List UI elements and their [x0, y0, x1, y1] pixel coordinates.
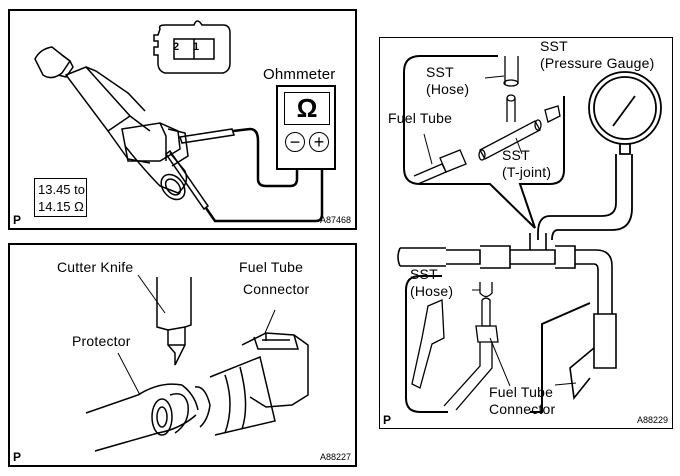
- pressure-gauge-illustration: [397, 55, 662, 413]
- resistance-spec-line2: 14.15 Ω: [38, 199, 84, 214]
- resistance-spec-line1: 13.45 to: [38, 182, 85, 197]
- sst-tjoint-label-2: (T-joint): [502, 164, 552, 180]
- sst-hose-bottom-label-1: SST: [410, 266, 438, 282]
- sst-hose-bottom-label-2: (Hose): [410, 283, 454, 299]
- upper-callout: [403, 55, 565, 229]
- resistance-spec: 13.45 to 14.15 Ω: [34, 178, 87, 217]
- leader-lines: [117, 274, 276, 396]
- corner-mark: P: [13, 450, 22, 464]
- negative-terminal-icon: −: [285, 132, 305, 152]
- lower-callout: [405, 275, 591, 413]
- pressure-gauge: [537, 71, 662, 241]
- fuel-tube-connector: [241, 332, 309, 408]
- sst-pressure-gauge-label-2: (Pressure Gauge): [540, 55, 655, 71]
- pressure-gauge-panel: SST (Pressure Gauge) SST (Hose) Fuel Tub…: [379, 37, 673, 429]
- protector-label: Protector: [72, 333, 131, 349]
- fuel-tube-label: Fuel Tube: [388, 110, 453, 126]
- ohmmeter: Ω − +: [276, 85, 336, 170]
- figure-id: A87468: [319, 215, 351, 225]
- cutter-knife-panel: Cutter Knife Fuel Tube Connector Protect…: [8, 243, 357, 467]
- test-leads: [204, 127, 324, 223]
- leader-lines: [423, 75, 577, 387]
- sst-pressure-gauge-label-1: SST: [540, 38, 568, 54]
- cutter-knife-label: Cutter Knife: [57, 259, 134, 275]
- corner-mark: P: [383, 413, 392, 427]
- figure-id: A88229: [636, 415, 668, 425]
- positive-terminal-icon: +: [309, 132, 329, 152]
- sst-tjoint-label-1: SST: [502, 147, 530, 163]
- connector-pin-2: 2: [172, 41, 180, 53]
- tjoint-parts: [413, 56, 561, 185]
- lower-parts: [411, 282, 499, 411]
- cutter-knife: [156, 277, 192, 366]
- test-probes: [164, 128, 235, 211]
- fuel-tube-connector-label-2: Connector: [489, 401, 556, 417]
- ohm-display: Ω: [284, 92, 330, 125]
- connector-face: [153, 20, 231, 74]
- injector-body: [34, 46, 189, 201]
- protector-cut-illustration: [85, 274, 309, 452]
- corner-mark: P: [13, 213, 22, 227]
- connector-pin-1: 1: [192, 41, 200, 53]
- fuel-tube: [85, 355, 276, 452]
- fuel-tube-label: Fuel Tube: [239, 259, 304, 275]
- fuel-tube-connector-label-1: Fuel Tube: [489, 384, 554, 400]
- connector-label: Connector: [243, 281, 310, 297]
- ohmmeter-check-panel: Ohmmeter Ω − + 2 1 13.45 to 14.15 Ω P A8…: [8, 9, 357, 230]
- injector-illustration: [34, 20, 324, 223]
- ohmmeter-label: Ohmmeter: [263, 66, 336, 83]
- sst-hose-top-label-1: SST: [426, 64, 454, 80]
- figure-id: A88227: [319, 452, 351, 462]
- sst-hose-top-label-2: (Hose): [426, 81, 470, 97]
- fuel-line: [397, 233, 617, 400]
